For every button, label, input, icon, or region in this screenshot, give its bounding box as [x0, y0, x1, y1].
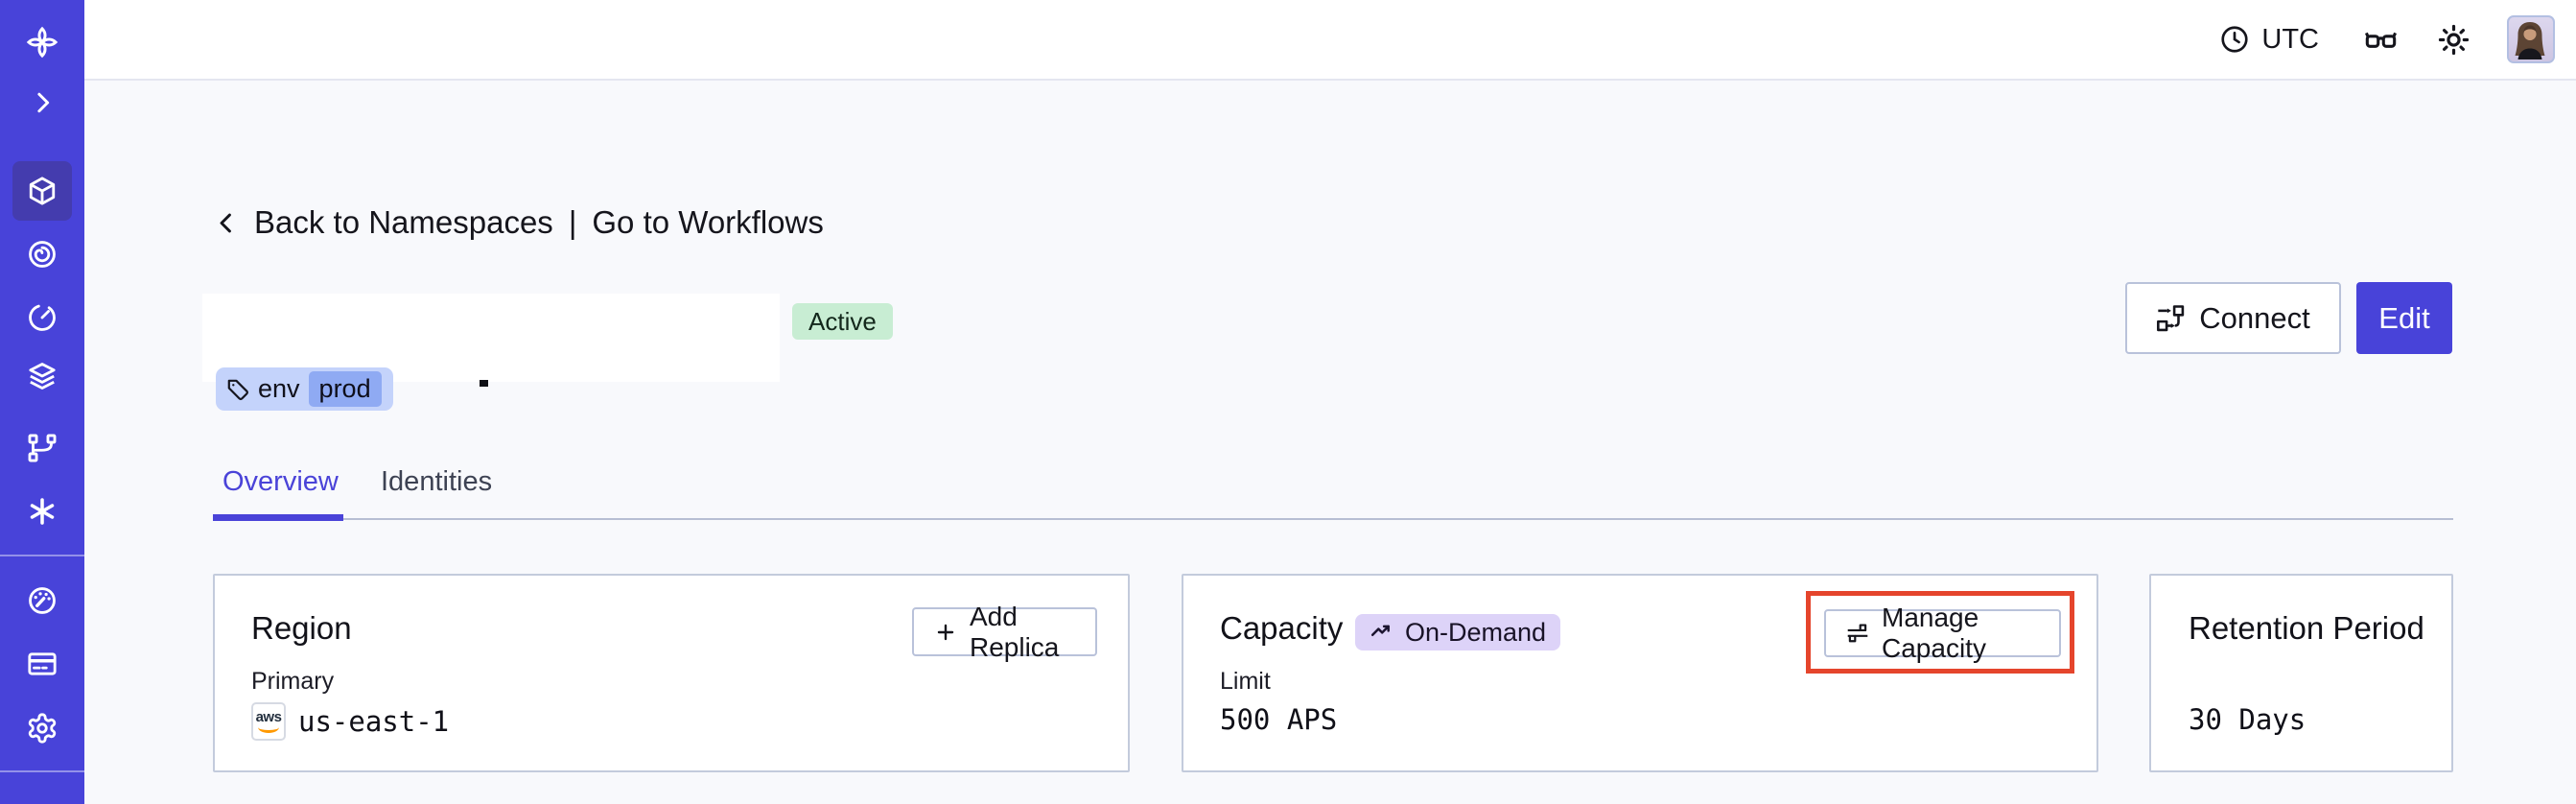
tag-icon: [226, 378, 249, 401]
sidebar-item-nexus[interactable]: [0, 485, 84, 538]
capacity-value: 500 APS: [1220, 703, 1338, 736]
schedules-timer-icon: [26, 301, 59, 334]
namespace-tag: env prod: [216, 367, 393, 411]
retention-card-title: Retention Period: [2189, 610, 2424, 646]
back-chevron-icon: [213, 210, 239, 236]
tab-divider-line: [213, 518, 2453, 520]
add-replica-label: Add Replica: [970, 601, 1060, 662]
annotation-highlight-box: [1806, 591, 2074, 674]
capacity-limit-label: Limit: [1220, 668, 1271, 695]
sidebar-item-schedules[interactable]: [0, 291, 84, 344]
sidebar-item-namespaces[interactable]: [12, 161, 72, 221]
breadcrumb-separator: |: [568, 204, 577, 240]
edit-button[interactable]: Edit: [2356, 282, 2452, 354]
top-bar: UTC: [84, 0, 2576, 81]
retention-card: Retention Period 30 Days: [2149, 574, 2453, 772]
back-to-namespaces-link[interactable]: Back to Namespaces: [254, 204, 553, 240]
sidebar-item-batch-operations[interactable]: [0, 349, 84, 403]
workflows-spiral-icon: [26, 238, 59, 271]
region-value-row: aws us-east-1: [251, 702, 449, 741]
sidebar-item-usage[interactable]: [0, 574, 84, 627]
codec-glasses-button[interactable]: [2363, 22, 2399, 58]
retention-value: 30 Days: [2189, 703, 2307, 736]
clock-icon: [2219, 24, 2250, 55]
namespace-cube-icon: [26, 175, 59, 207]
edit-label: Edit: [2378, 300, 2430, 335]
theme-toggle-button[interactable]: [2437, 23, 2471, 57]
aws-logo-badge: aws: [251, 702, 286, 741]
user-avatar[interactable]: [2507, 15, 2555, 63]
gauge-icon: [26, 584, 59, 617]
region-value: us-east-1: [298, 705, 450, 738]
tab-identities[interactable]: Identities: [381, 466, 493, 497]
temporal-logo-icon: [25, 25, 59, 59]
sidebar-item-home[interactable]: [0, 15, 84, 69]
asterisk-icon: [26, 495, 59, 528]
namespace-title-redacted: [202, 294, 780, 382]
region-card-title: Region: [251, 610, 352, 646]
tag-key: env: [258, 374, 300, 403]
aws-smile-arc: [258, 721, 279, 733]
timezone-label: UTC: [2261, 23, 2319, 55]
glasses-icon: [2363, 22, 2399, 58]
sidebar-item-worker-deployments[interactable]: [0, 421, 84, 475]
sidebar-item-settings[interactable]: [0, 701, 84, 755]
sidebar-divider-bottom: [0, 770, 84, 772]
connect-label: Connect: [2199, 300, 2310, 335]
gear-icon: [26, 712, 59, 745]
sidebar-expand-toggle[interactable]: [0, 76, 84, 130]
manage-capacity-label: Manage Capacity: [1882, 603, 1986, 663]
tab-overview[interactable]: Overview: [222, 466, 339, 497]
sliders-icon: [1845, 621, 1870, 646]
connect-flow-icon: [2156, 303, 2186, 333]
on-demand-badge: On-Demand: [1355, 614, 1561, 650]
sidebar-item-support[interactable]: [0, 791, 84, 804]
region-card: Region Add Replica Primary aws us-east-1: [213, 574, 1130, 772]
status-badge: Active: [792, 303, 893, 340]
namespace-title-text-fragment: [480, 380, 488, 387]
active-tab-underline: [213, 514, 343, 521]
sidebar-divider: [0, 555, 84, 556]
connect-button[interactable]: Connect: [2125, 282, 2341, 354]
sidebar-item-billing[interactable]: [0, 637, 84, 691]
timezone-selector[interactable]: UTC: [2219, 24, 2319, 56]
manage-capacity-button[interactable]: Manage Capacity: [1824, 603, 2061, 663]
capacity-card-title: Capacity: [1220, 610, 1344, 646]
region-primary-label: Primary: [251, 668, 335, 695]
git-branch-icon: [26, 432, 59, 464]
go-to-workflows-link[interactable]: Go to Workflows: [592, 204, 824, 240]
credit-card-icon: [26, 648, 59, 680]
trend-up-icon: [1370, 620, 1395, 646]
breadcrumb: Back to Namespaces | Go to Workflows: [213, 201, 824, 244]
topbar-actions: UTC: [2219, 0, 2555, 79]
sidebar-nav: [0, 0, 84, 804]
layers-icon: [26, 360, 59, 392]
add-replica-button[interactable]: Add Replica: [912, 602, 1097, 662]
on-demand-label: On-Demand: [1405, 617, 1547, 647]
sun-icon: [2437, 23, 2471, 57]
chevron-right-icon: [28, 88, 57, 117]
sidebar-item-workflows[interactable]: [0, 227, 84, 281]
tag-value-chip: prod: [308, 371, 382, 407]
plus-icon: [933, 620, 958, 645]
